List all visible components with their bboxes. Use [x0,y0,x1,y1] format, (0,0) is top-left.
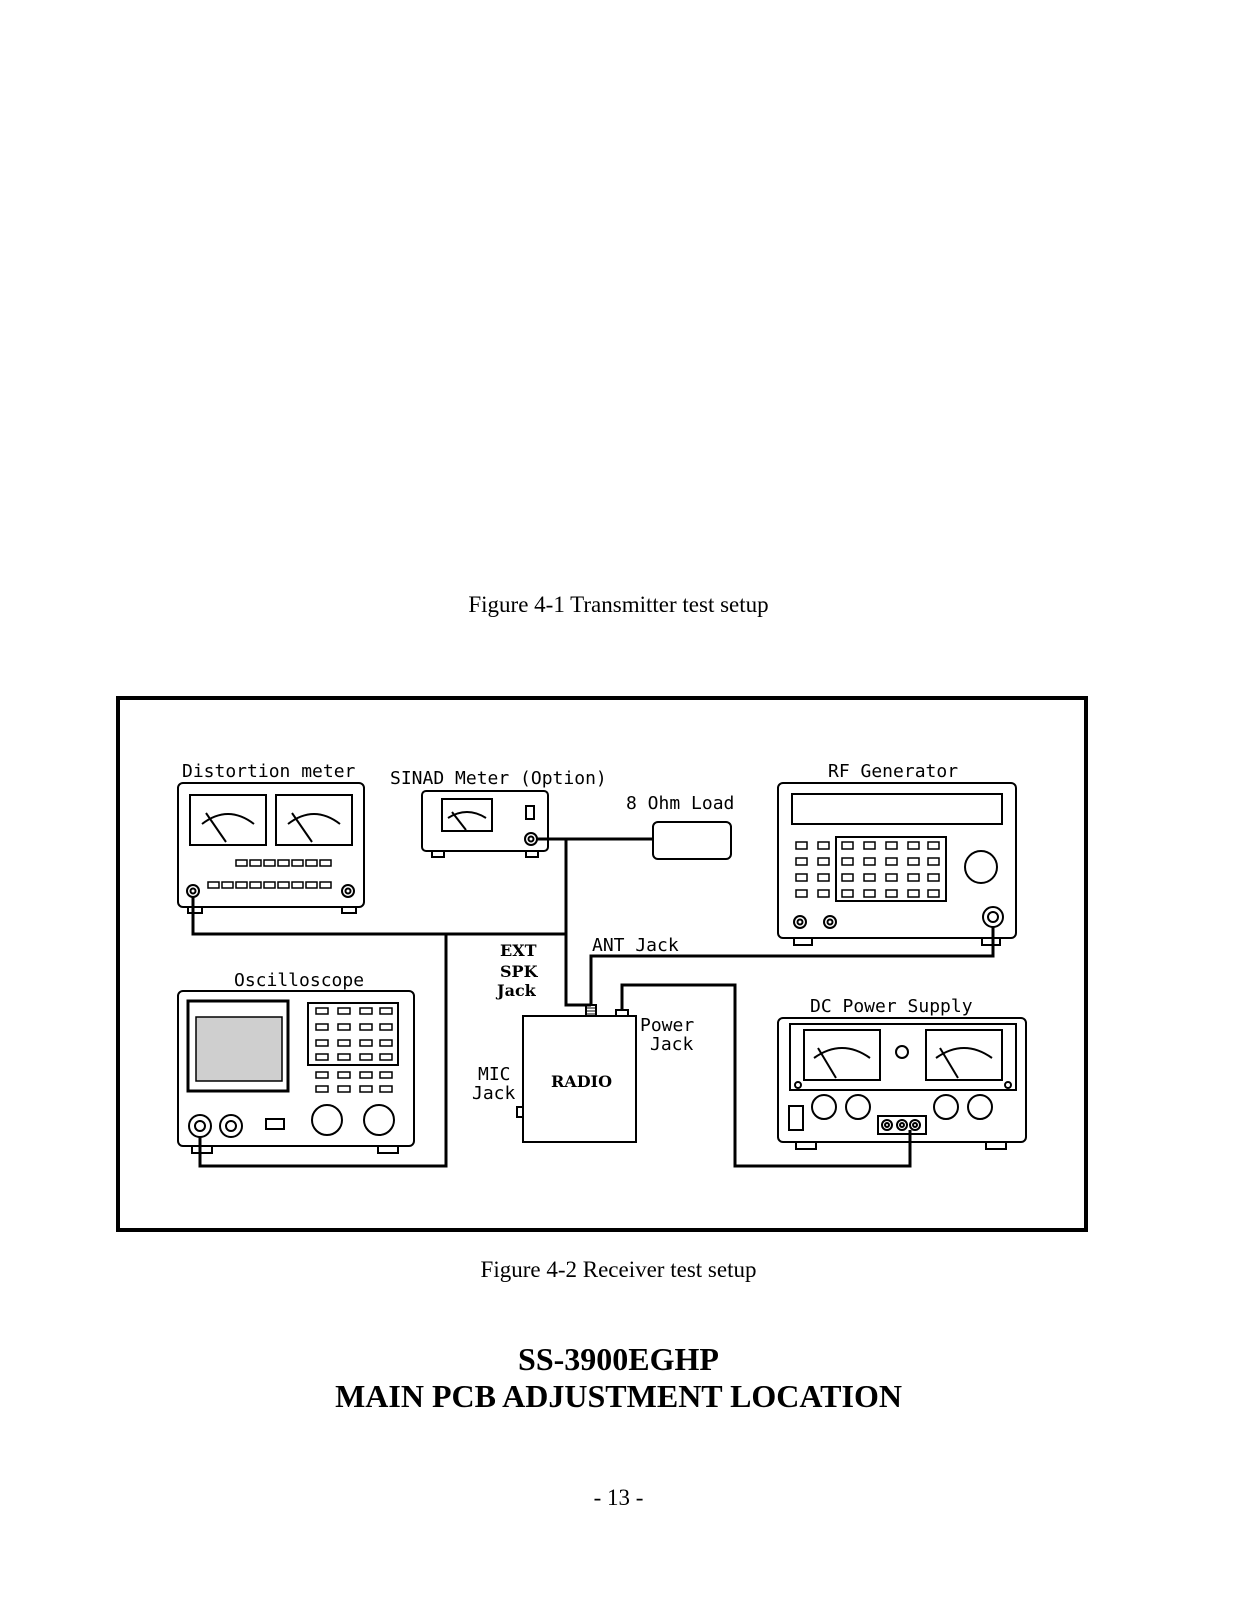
page-number: - 13 - [593,1485,644,1510]
mic-jack-label-line1: MIC [478,1064,511,1085]
load-label: 8 Ohm Load [626,793,734,814]
wire-sinad-ext-spk [537,837,591,1007]
load-device [652,821,732,860]
wire-ant-rf-generator [589,927,995,1005]
wire-distortion-meter [191,897,566,936]
diagram-frame [116,696,1088,1232]
power-jack-label-line1: Power [640,1015,694,1036]
ext-spk-jack-label-line1: EXT [500,941,537,960]
oscilloscope-label: Oscilloscope [234,970,364,991]
figure-4-2-caption: Figure 4-2 Receiver test setup [480,1257,757,1282]
receiver-test-setup-diagram: Distortion meter SINAD Meter (Option) 8 … [116,696,1088,1232]
sinad-meter-device [421,790,549,858]
rf-generator-label: RF Generator [828,761,958,782]
ant-jack-label: ANT Jack [592,935,679,956]
ext-spk-jack-label-line2: SPK [500,962,539,981]
rf-generator-device [777,782,1017,946]
wire-power [620,983,912,1168]
adjustment-location-heading: MAIN PCB ADJUSTMENT LOCATION [335,1378,902,1414]
dc-power-supply-device [777,1017,1027,1150]
ext-spk-jack-label-line3: Jack [495,981,537,1000]
power-jack-label-line2: Jack [650,1034,694,1055]
mic-jack-label-line2: Jack [472,1083,516,1104]
figure-4-1-caption: Figure 4-1 Transmitter test setup [468,592,769,617]
wiring [191,837,995,1168]
oscilloscope-device [177,990,415,1154]
radio-label: RADIO [551,1072,612,1091]
distortion-meter-device [177,782,365,914]
distortion-meter-label: Distortion meter [182,761,356,782]
wire-oscilloscope [198,934,448,1168]
dc-power-supply-label: DC Power Supply [810,996,973,1017]
model-heading: SS-3900EGHP [518,1341,719,1377]
sinad-meter-label: SINAD Meter (Option) [390,768,607,789]
